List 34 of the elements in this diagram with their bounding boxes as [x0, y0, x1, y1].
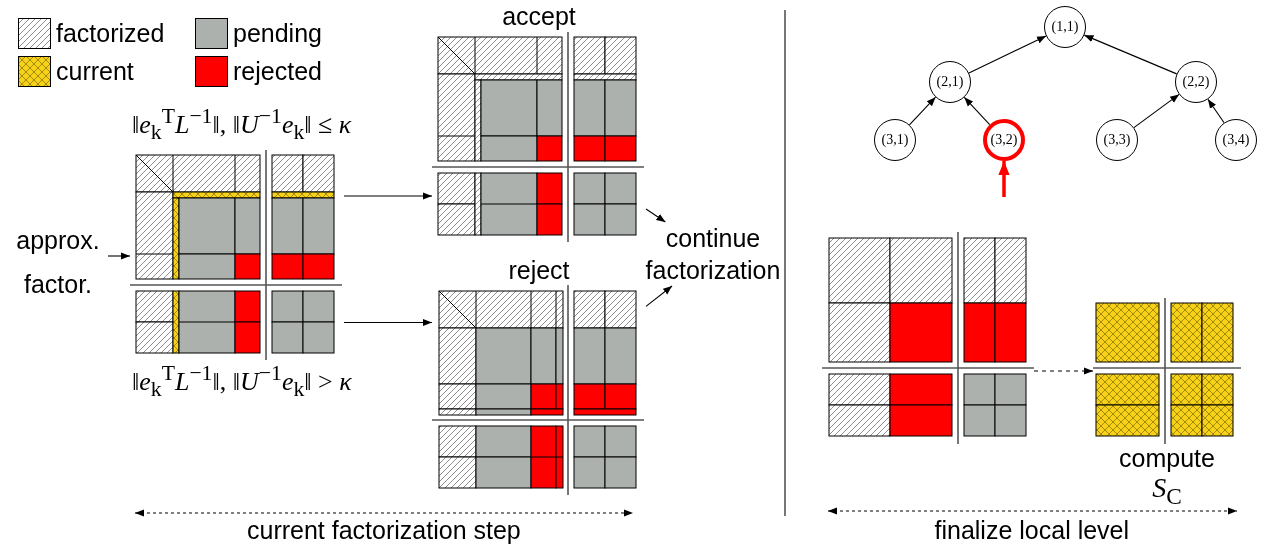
- formula-text: ‖e$_{k}$$^{T}$L$^{−1}$‖, ‖U$^{−1}$e$_{k}$‖ ≤ κ: [132, 104, 352, 145]
- step-label: approx. factor.: [8, 218, 108, 306]
- tree-node-circle: (3,2): [983, 119, 1025, 161]
- math-symbol: S$_{C}$: [1151, 472, 1183, 511]
- arrow: [968, 35, 1047, 74]
- legend-label: current: [56, 57, 134, 85]
- arrow: [645, 285, 673, 307]
- matrix-heading: reject: [507, 255, 571, 285]
- tree-node-circle: (3,4): [1215, 119, 1257, 161]
- arrow: [1033, 367, 1094, 375]
- tree-node-circle: (3,1): [874, 119, 916, 161]
- arrow: [1207, 98, 1225, 124]
- tree-node-circle: (2,1): [929, 61, 971, 103]
- legend-label: pending: [233, 19, 322, 47]
- arrow: [963, 96, 991, 126]
- arrow: [645, 208, 666, 223]
- arrow: [343, 192, 433, 200]
- arrow: [343, 318, 433, 327]
- formula-text: ‖e$_{k}$$^{T}$L$^{−1}$‖, ‖U$^{−1}$e$_{k}$‖ > κ: [132, 361, 352, 402]
- caption-text: current factorization step: [247, 516, 521, 544]
- caption-text: finalize local level: [934, 516, 1130, 544]
- arrow: [998, 161, 1010, 197]
- tree-node-circle: (3,3): [1096, 119, 1138, 161]
- caption-text: compute: [1118, 444, 1216, 472]
- arrow: [908, 96, 937, 126]
- arrow: [107, 252, 131, 260]
- matrix-heading: accept: [501, 1, 577, 32]
- legend-label: factorized: [56, 19, 165, 47]
- tree-node-circle: (2,2): [1175, 61, 1217, 103]
- legend-label: rejected: [233, 57, 322, 85]
- tree-node-circle: (1,1): [1044, 6, 1086, 48]
- step-label: continue factorization: [644, 222, 782, 286]
- arrow: [1133, 93, 1180, 129]
- arrow: [1083, 34, 1178, 75]
